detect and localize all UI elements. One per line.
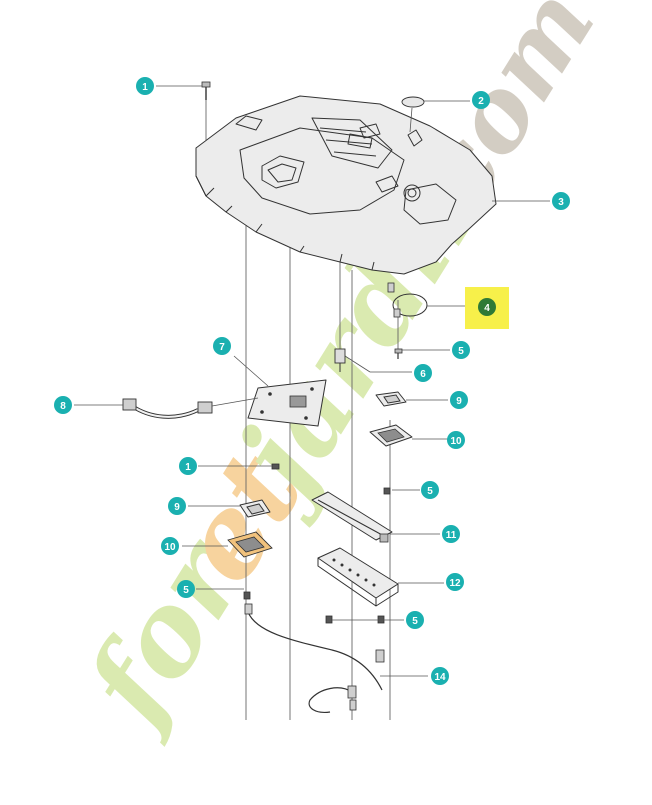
assembly-guide-lines bbox=[245, 215, 399, 720]
svg-text:4: 4 bbox=[484, 303, 490, 314]
screw-5a bbox=[394, 348, 403, 359]
leader-8b bbox=[211, 397, 259, 407]
svg-text:5: 5 bbox=[412, 616, 418, 627]
svg-text:10: 10 bbox=[164, 542, 176, 553]
callout-10-a[interactable]: 10 bbox=[447, 431, 465, 449]
screw-1b bbox=[271, 463, 280, 470]
rail-11 bbox=[311, 491, 393, 543]
callout-4[interactable]: 4 bbox=[478, 298, 496, 316]
svg-text:6: 6 bbox=[420, 369, 426, 380]
callout-14[interactable]: 14 bbox=[431, 667, 449, 685]
svg-text:1: 1 bbox=[185, 462, 191, 473]
svg-text:12: 12 bbox=[449, 578, 461, 589]
svg-text:1: 1 bbox=[142, 82, 148, 93]
bracket-9-upper bbox=[375, 391, 407, 407]
callout-12[interactable]: 12 bbox=[446, 573, 464, 591]
callout-3[interactable]: 3 bbox=[552, 192, 570, 210]
mounting-plate bbox=[247, 379, 327, 427]
leader-7 bbox=[233, 355, 269, 387]
svg-text:8: 8 bbox=[60, 401, 66, 412]
callout-group: 1 2 3 4 5 6 7 8 9 10 1 5 9 11 10 12 5 5 … bbox=[54, 77, 570, 685]
callout-8[interactable]: 8 bbox=[54, 396, 72, 414]
callout-2[interactable]: 2 bbox=[472, 91, 490, 109]
callout-5-b[interactable]: 5 bbox=[421, 481, 439, 499]
svg-text:10: 10 bbox=[450, 436, 462, 447]
svg-text:7: 7 bbox=[219, 342, 225, 353]
callout-7[interactable]: 7 bbox=[213, 337, 231, 355]
svg-text:5: 5 bbox=[427, 486, 433, 497]
screw-5d bbox=[325, 615, 385, 624]
cable-loop bbox=[387, 282, 428, 318]
holder-10-upper bbox=[369, 424, 413, 447]
leader-2-drop bbox=[409, 107, 413, 133]
wire-harness bbox=[122, 398, 213, 419]
svg-text:9: 9 bbox=[456, 396, 462, 407]
cap-plug bbox=[401, 96, 425, 108]
chassis-body bbox=[195, 95, 497, 275]
callout-9-a[interactable]: 9 bbox=[450, 391, 468, 409]
callout-5-c[interactable]: 5 bbox=[177, 580, 195, 598]
circuit-board-12 bbox=[317, 547, 399, 607]
callout-11[interactable]: 11 bbox=[442, 525, 460, 543]
holder-10-lower bbox=[227, 531, 273, 558]
callout-1-top[interactable]: 1 bbox=[136, 77, 154, 95]
svg-text:11: 11 bbox=[446, 530, 457, 541]
bracket-9-lower bbox=[239, 499, 271, 518]
svg-text:2: 2 bbox=[478, 96, 484, 107]
svg-text:3: 3 bbox=[558, 197, 564, 208]
screw-top bbox=[201, 81, 211, 100]
callout-10-b[interactable]: 10 bbox=[161, 537, 179, 555]
svg-text:14: 14 bbox=[434, 672, 446, 683]
svg-text:5: 5 bbox=[183, 585, 189, 596]
screw-5c bbox=[243, 591, 251, 600]
leader-6a bbox=[344, 355, 371, 373]
callout-1-b[interactable]: 1 bbox=[179, 457, 197, 475]
screw-5b bbox=[383, 487, 391, 495]
svg-text:5: 5 bbox=[458, 346, 464, 357]
callout-6[interactable]: 6 bbox=[414, 364, 432, 382]
callout-5-d[interactable]: 5 bbox=[406, 611, 424, 629]
callout-5-a[interactable]: 5 bbox=[452, 341, 470, 359]
svg-text:9: 9 bbox=[174, 502, 180, 513]
callout-9-b[interactable]: 9 bbox=[168, 497, 186, 515]
sensor-cables-14 bbox=[244, 603, 385, 713]
